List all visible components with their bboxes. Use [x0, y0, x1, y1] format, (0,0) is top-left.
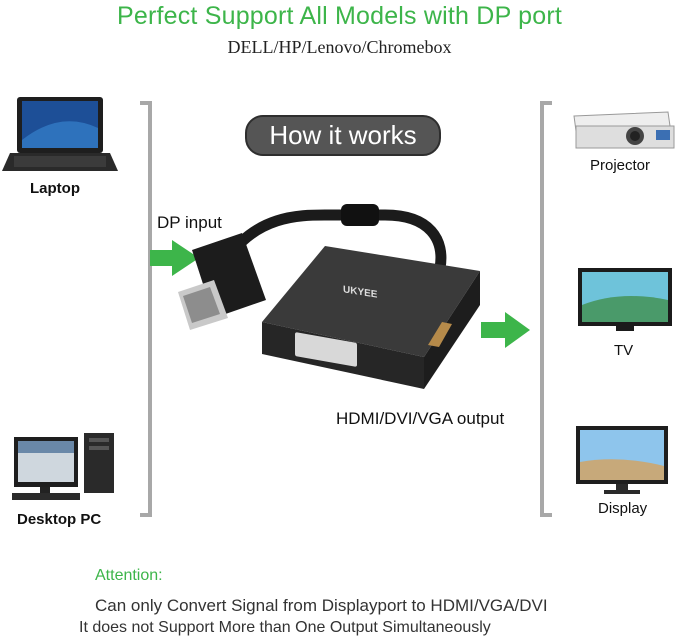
hdmi-port — [428, 322, 452, 347]
display-icon — [576, 426, 668, 494]
output-arrow — [481, 312, 530, 348]
attention-line-1: Can only Convert Signal from Displayport… — [95, 596, 548, 615]
laptop-label: Laptop — [30, 180, 80, 197]
left-bracket — [140, 101, 152, 517]
laptop-icon — [2, 97, 118, 171]
display-label: Display — [598, 500, 648, 517]
right-bracket — [540, 101, 552, 517]
desktop-pc-icon — [12, 433, 114, 500]
ferrite-core — [341, 204, 379, 226]
dp-connector — [178, 233, 266, 330]
dp-input-label: DP input — [157, 213, 222, 232]
attention-title: Attention: — [95, 567, 163, 584]
projector-label: Projector — [590, 157, 651, 174]
brand-list: DELL/HP/Lenovo/Chromebox — [227, 37, 452, 57]
adapter-body — [262, 246, 480, 389]
attention-line-2: It does not Support More than One Output… — [79, 619, 491, 636]
projector-icon — [573, 111, 675, 149]
desktop-pc-label: Desktop PC — [17, 511, 102, 528]
tv-icon — [578, 268, 672, 331]
input-arrow — [150, 240, 199, 276]
headline: Perfect Support All Models with DP port — [116, 2, 563, 30]
tv-label: TV — [614, 342, 634, 359]
adapter-cable — [219, 209, 447, 274]
output-label: HDMI/DVI/VGA output — [336, 409, 505, 428]
dvi-port — [295, 332, 357, 367]
how-it-works-badge: How it works — [245, 115, 441, 156]
